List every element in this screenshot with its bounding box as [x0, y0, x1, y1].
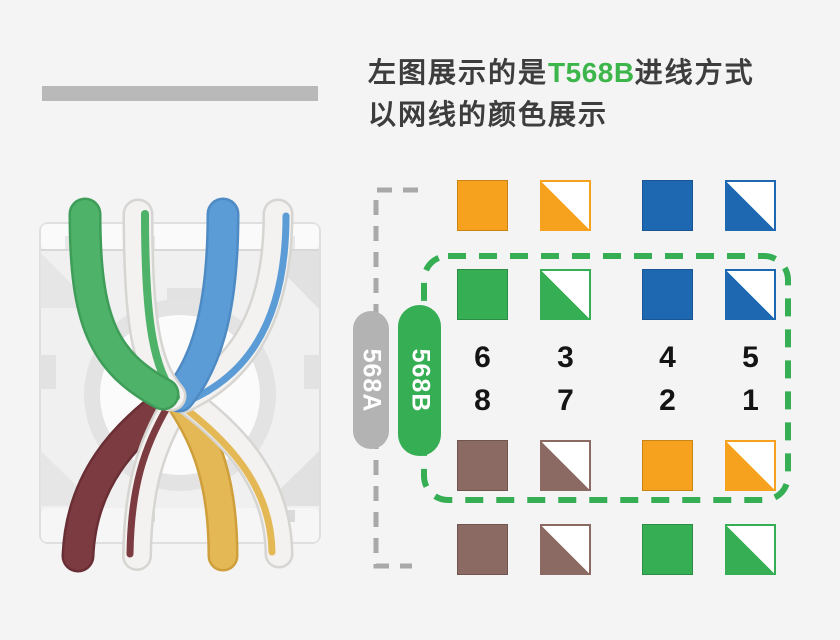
pin-number-5: 5: [742, 341, 759, 374]
wire-square-green: [642, 524, 693, 575]
standard-pill-568a: 568A: [353, 311, 389, 449]
wire-square-white-green: [540, 269, 591, 320]
wire-square-orange: [642, 440, 693, 491]
pin-number-7: 7: [557, 384, 574, 417]
pin-number-2: 2: [659, 384, 676, 417]
pin-number-6: 6: [474, 341, 491, 374]
title-line-1: 左图展示的是T568B进线方式: [368, 57, 755, 88]
wire-square-orange: [457, 180, 508, 231]
wire-square-white-brown: [540, 524, 591, 575]
wire-square-white-orange: [540, 180, 591, 231]
pin-number-1: 1: [742, 384, 759, 417]
wire-square-blue: [642, 269, 693, 320]
wire-square-blue: [642, 180, 693, 231]
standard-pill-568a-label: 568A: [357, 348, 386, 412]
keystone-jack-illustration: [39, 197, 321, 573]
wire-square-brown: [457, 524, 508, 575]
wire-square-brown: [457, 440, 508, 491]
wire-square-white-brown: [540, 440, 591, 491]
wire-white-brown: [122, 389, 191, 571]
title-line-2: 以网线的颜色展示: [368, 99, 609, 130]
pin-number-3: 3: [557, 341, 574, 374]
decorative-gray-bar: [42, 86, 318, 101]
wire-square-white-green: [725, 524, 776, 575]
pin-number-8: 8: [474, 384, 491, 417]
wire-square-white-blue: [725, 180, 776, 231]
page-title: 左图展示的是T568B进线方式 以网线的颜色展示: [368, 52, 755, 136]
wire-square-white-blue: [725, 269, 776, 320]
wire-square-white-orange: [725, 440, 776, 491]
standard-pill-568b: 568B: [398, 305, 441, 456]
wire-white-orange: [173, 386, 294, 569]
wire-blue: [162, 197, 240, 413]
wire-square-green: [457, 269, 508, 320]
wire-green: [68, 197, 180, 411]
pin-number-4: 4: [659, 341, 676, 374]
standard-pill-568b-label: 568B: [406, 348, 435, 413]
t568b-highlight: T568B: [548, 57, 635, 88]
